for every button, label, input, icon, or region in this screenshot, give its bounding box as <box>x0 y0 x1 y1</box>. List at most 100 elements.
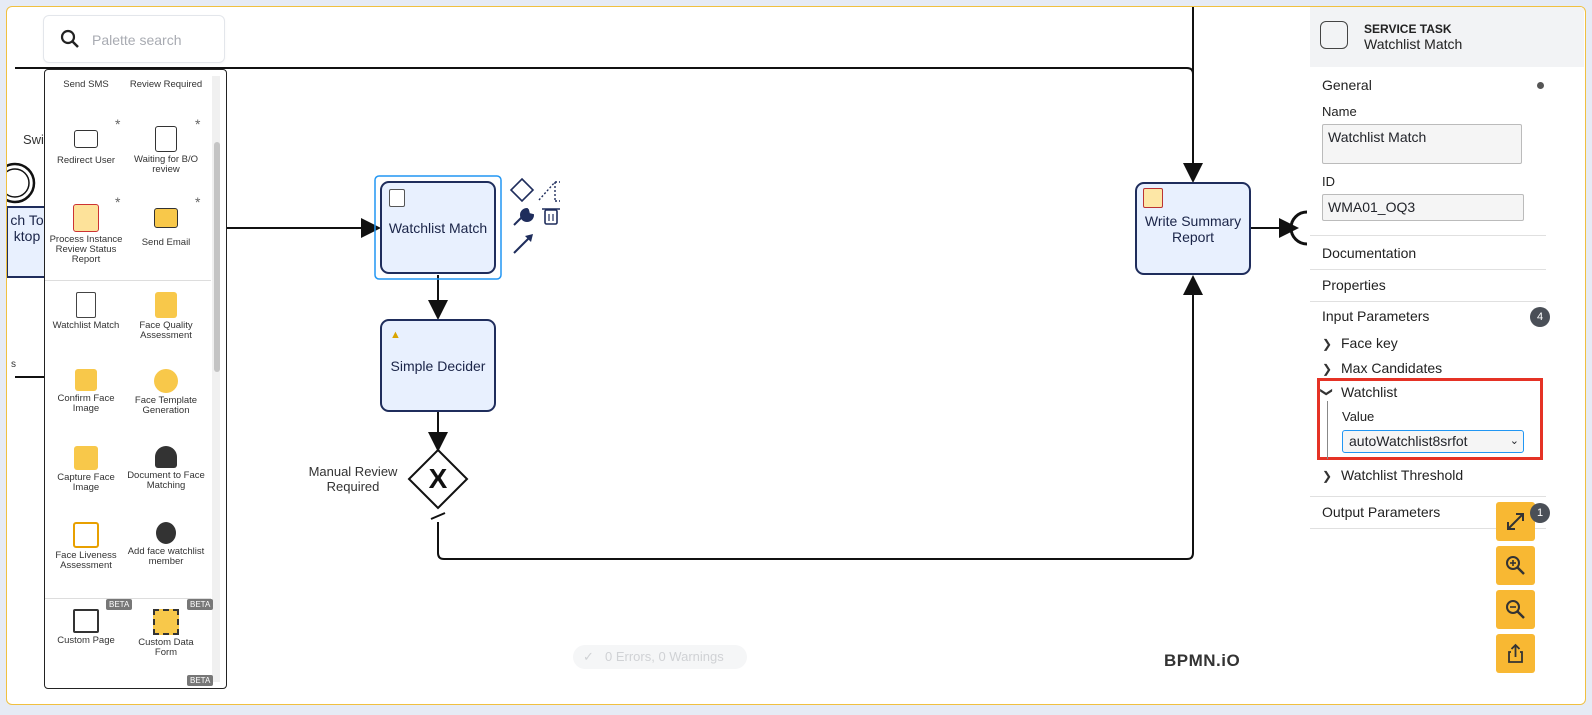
palette-item[interactable]: Custom Data Form <box>126 609 206 658</box>
trash-icon <box>544 209 558 225</box>
group-properties[interactable]: Properties <box>1322 277 1386 293</box>
group-documentation[interactable]: Documentation <box>1322 245 1417 261</box>
zoom-out-button[interactable] <box>1496 590 1535 629</box>
lint-status[interactable]: ✓ 0 Errors, 0 Warnings <box>573 645 747 669</box>
palette-item[interactable]: Send Email <box>126 204 206 248</box>
input-max-candidates[interactable]: Max Candidates <box>1341 360 1443 376</box>
bpmn-io-logo[interactable]: BPMN.iO <box>1164 651 1241 670</box>
expand-icon <box>1507 513 1524 530</box>
palette-scrollbar-thumb[interactable] <box>214 142 220 372</box>
task-write-summary-report[interactable]: Write Summary Report <box>1135 182 1251 275</box>
face-quality-icon <box>155 292 177 318</box>
modeler-canvas[interactable]: Swi ch To ktop s Watchlist Match ▲ Simpl… <box>6 6 1586 705</box>
chevron-down-icon: ❯ <box>1320 386 1335 398</box>
name-label: Name <box>1322 104 1357 119</box>
element-name: Watchlist Match <box>1364 36 1463 52</box>
palette-item[interactable]: Document to Face Matching <box>126 446 206 491</box>
chevron-right-icon: ❯ <box>1322 362 1333 376</box>
palette-scrollbar[interactable] <box>212 76 220 682</box>
status-report-icon <box>73 204 99 232</box>
face-liveness-icon <box>73 522 99 548</box>
palette-divider <box>45 598 211 599</box>
notification-badge: 1 <box>1530 503 1550 523</box>
left-partial-task-text-1: ch To <box>10 212 44 228</box>
input-watchlist[interactable]: Watchlist <box>1341 384 1398 400</box>
zoom-in-button[interactable] <box>1496 546 1535 585</box>
report-icon <box>1143 188 1163 208</box>
left-partial-label: Swi <box>23 132 44 147</box>
wrench-icon <box>513 207 535 226</box>
palette-divider <box>45 280 211 281</box>
gateway-symbol: X <box>428 463 448 494</box>
zoom-out-icon <box>1506 600 1525 619</box>
task-simple-decider[interactable]: ▲ Simple Decider <box>380 319 496 412</box>
capture-face-icon <box>74 446 98 470</box>
append-gateway-icon <box>509 177 535 203</box>
send-email-icon <box>154 208 178 228</box>
input-watchlist-threshold[interactable]: Watchlist Threshold <box>1341 467 1464 483</box>
search-icon <box>60 29 79 48</box>
confirm-face-icon <box>75 369 97 391</box>
redirect-user-icon <box>74 130 98 148</box>
palette-item[interactable]: Redirect User <box>46 126 126 166</box>
gear-icon <box>1320 21 1348 49</box>
group-output-parameters[interactable]: Output Parameters <box>1322 504 1441 520</box>
gateway-label: Manual Review Required <box>308 464 398 494</box>
watchlist-value-select[interactable]: autoWatchlist8srfot ⌄ <box>1342 430 1524 453</box>
nesting-bar <box>1327 401 1328 459</box>
highlight-box <box>1317 378 1543 460</box>
chevron-right-icon: ❯ <box>1322 469 1333 483</box>
palette-item[interactable]: Waiting for B/O review <box>126 126 206 175</box>
custom-page-icon <box>73 609 99 633</box>
chevron-down-icon: ⌄ <box>1509 435 1519 447</box>
palette-search-input[interactable] <box>90 28 214 52</box>
divider <box>1310 301 1546 302</box>
palette-item[interactable]: Process Instance Review Status Report <box>46 204 126 265</box>
export-button[interactable] <box>1496 634 1535 673</box>
waiting-review-icon <box>155 126 177 152</box>
divider <box>1310 496 1546 497</box>
palette-item[interactable]: Custom Page <box>46 609 126 646</box>
left-partial-task-text-2: ktop <box>13 228 41 244</box>
task-watchlist-match[interactable]: Watchlist Match <box>380 181 496 274</box>
group-input-parameters[interactable]: Input Parameters <box>1322 308 1430 324</box>
divider <box>1310 235 1546 236</box>
palette-item[interactable]: Watchlist Match <box>46 292 126 331</box>
palette-search[interactable] <box>43 15 225 63</box>
element-type: SERVICE TASK <box>1364 22 1452 36</box>
doc-face-match-icon <box>155 446 177 468</box>
decider-icon: ▲ <box>390 329 401 341</box>
beta-badge: BETA <box>187 675 214 686</box>
star-icon: * <box>115 194 121 210</box>
face-template-icon <box>154 369 178 393</box>
text-annotation-icon <box>538 181 560 202</box>
palette-item[interactable]: Capture Face Image <box>46 446 126 493</box>
input-face-key[interactable]: Face key <box>1341 335 1398 351</box>
id-field[interactable]: WMA01_OQ3 <box>1322 194 1524 221</box>
beta-badge: BETA <box>106 599 133 610</box>
chevron-right-icon: ❯ <box>1322 337 1333 351</box>
value-label: Value <box>1342 409 1375 424</box>
group-general[interactable]: General <box>1322 77 1372 93</box>
star-icon: * <box>195 116 201 132</box>
add-watchlist-member-icon <box>156 522 176 544</box>
palette-item[interactable]: Face Template Generation <box>126 369 206 416</box>
bpmn-diagram <box>7 7 1308 560</box>
palette-item[interactable]: Review Required <box>129 79 203 90</box>
check-icon: ✓ <box>583 649 594 664</box>
share-icon <box>1508 643 1523 663</box>
input-count-badge: 4 <box>1530 307 1550 327</box>
palette-item[interactable]: Face Quality Assessment <box>126 292 206 341</box>
star-icon: * <box>195 194 201 210</box>
watchlist-match-icon <box>76 292 96 318</box>
palette-item[interactable]: Send SMS <box>63 79 109 90</box>
custom-form-icon <box>153 609 179 635</box>
divider <box>1310 269 1546 270</box>
zoom-in-icon <box>1506 556 1525 575</box>
palette-item[interactable]: Face Liveness Assessment <box>46 522 126 571</box>
palette-item[interactable]: Confirm Face Image <box>46 369 126 414</box>
group-general-dot <box>1537 82 1544 89</box>
fit-viewport-button[interactable] <box>1496 502 1535 541</box>
palette-item[interactable]: Add face watchlist member <box>126 522 206 567</box>
name-field[interactable]: Watchlist Match <box>1322 124 1522 164</box>
